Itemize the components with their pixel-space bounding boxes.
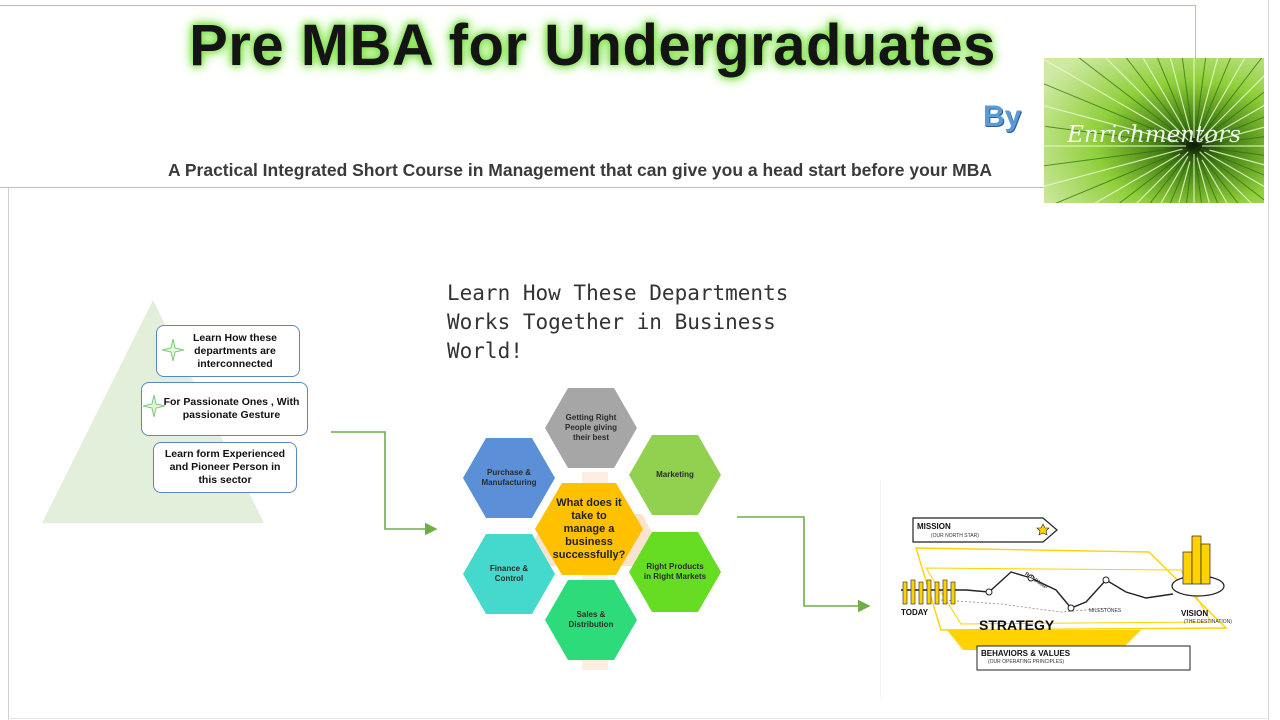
enrichmentors-logo: Enrichmentors xyxy=(1044,58,1264,203)
mission-label: MISSION xyxy=(917,522,951,531)
pyramid-item-label: Learn form Experienced and Pioneer Perso… xyxy=(164,448,286,486)
pyramid-item-label: Learn How these departments are intercon… xyxy=(192,331,278,370)
pyramid-item-label: For Passionate Ones , With passionate Ge… xyxy=(163,396,300,421)
slide-border-bottom xyxy=(8,718,1268,719)
pyramid-item-experienced: Learn form Experienced and Pioneer Perso… xyxy=(153,442,297,493)
hex-center-label: What does it take to manage a business s… xyxy=(552,496,626,561)
behaviors-label: BEHAVIORS & VALUES xyxy=(981,649,1071,658)
pyramid-item-passionate: For Passionate Ones , With passionate Ge… xyxy=(141,382,308,436)
strategy-diagram: MISSION (OUR NORTH STAR) TODAY ROADMAP M… xyxy=(880,480,1246,698)
hex-label: Right Products in Right Markets xyxy=(643,562,707,581)
hex-label: Marketing xyxy=(656,470,694,479)
department-hexagons: Getting Right People giving their best M… xyxy=(450,380,740,670)
arrow-to-strategy xyxy=(737,516,871,613)
departments-heading: Learn How These Departments Works Togeth… xyxy=(447,281,789,363)
page-title: Pre MBA for Undergraduates xyxy=(189,13,996,78)
slide-border-right xyxy=(1268,0,1269,720)
vision-label: VISION xyxy=(1181,609,1209,618)
hex-label: Purchase & Manufacturing xyxy=(481,468,537,487)
arrow-to-departments xyxy=(331,431,438,536)
strategy-label: STRATEGY xyxy=(979,617,1055,633)
sparkle-icon xyxy=(162,339,184,361)
slide-border-left xyxy=(8,188,9,720)
vision-sub: (THE DESTINATION) xyxy=(1184,619,1232,625)
milestones-label: MILESTONES xyxy=(1089,608,1122,614)
logo-text: Enrichmentors xyxy=(1067,122,1241,148)
behaviors-sub: (OUR OPERATING PRINCIPLES) xyxy=(988,659,1065,665)
hex-label: Getting Right People giving their best xyxy=(564,413,617,442)
strategy-illustration xyxy=(901,517,1228,671)
by-label: By xyxy=(983,100,1022,133)
star-icon xyxy=(1036,523,1050,536)
hex-label: Finance & Control xyxy=(489,564,529,583)
sparkle-icon xyxy=(143,395,165,417)
today-label: TODAY xyxy=(901,608,929,617)
radiating-green-leaves-icon xyxy=(1044,58,1264,203)
hex-label: Sales & Distribution xyxy=(568,610,614,629)
mission-sub: (OUR NORTH STAR) xyxy=(931,533,979,539)
subtitle: A Practical Integrated Short Course in M… xyxy=(168,160,992,180)
